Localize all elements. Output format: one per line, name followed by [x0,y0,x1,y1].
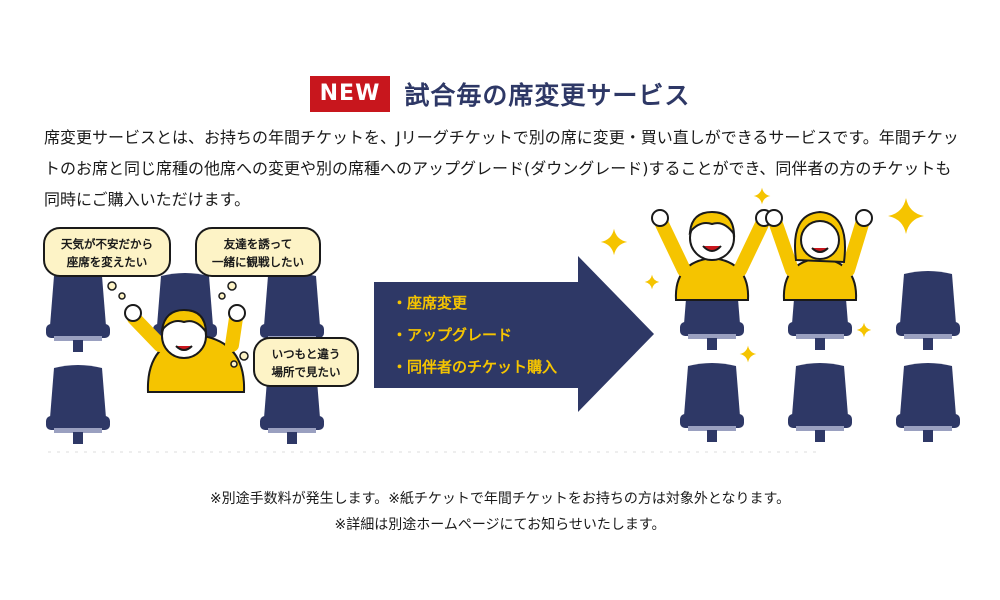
title-row: NEW 試合毎の席変更サービス [0,72,1000,116]
note-line: ※詳細は別途ホームページにてお知らせいたします。 [334,517,666,533]
notes: ※別途手数料が発生します。※紙チケットで年間チケットをお持ちの方は対象外となりま… [0,486,1000,538]
speech-bubble-weather: 天気が不安だから 座席を変えたい [43,227,171,300]
sparkle-icon [856,322,872,338]
sparkle-icon [888,198,924,234]
note-line: ※別途手数料が発生します。※紙チケットで年間チケットをお持ちの方は対象外となりま… [209,491,791,507]
speech-bubble-place: いつもと違う 場所で見たい [230,337,359,387]
arrow-panel: ・座席変更 ・アップグレード ・同伴者のチケット購入 [374,256,654,412]
person-right-boy [651,209,773,301]
sparkle-icon [600,228,628,256]
person-right-girl [765,209,873,301]
person-left [124,300,246,393]
bubble-text: 一緒に観戦したい [212,255,304,269]
bubble-text: 場所で見たい [272,365,341,379]
seat [46,365,110,444]
arrow-item: ・アップグレード [392,326,512,344]
seat [46,273,110,352]
seat [896,363,960,442]
bubble-text: 天気が不安だから [61,237,153,251]
new-badge: NEW [309,76,391,112]
sparkle-icon [644,274,660,290]
seat [788,363,852,442]
seat [680,363,744,442]
description: 席変更サービスとは、お持ちの年間チケットを、Jリーグチケットで別の席に変更・買い… [44,128,959,209]
page-title: 試合毎の席変更サービス [404,81,691,110]
bubble-text: いつもと違う [272,347,341,361]
arrow-item: ・同伴者のチケット購入 [392,358,557,376]
sparkle-icon [739,345,757,363]
bubble-text: 座席を変えたい [66,255,148,269]
sparkle-icon [753,187,771,205]
speech-bubble-friend: 友達を誘って 一緒に観戦したい [195,227,321,300]
seat [896,271,960,350]
arrow-item: ・座席変更 [392,294,468,312]
bubble-text: 友達を誘って [224,237,292,251]
